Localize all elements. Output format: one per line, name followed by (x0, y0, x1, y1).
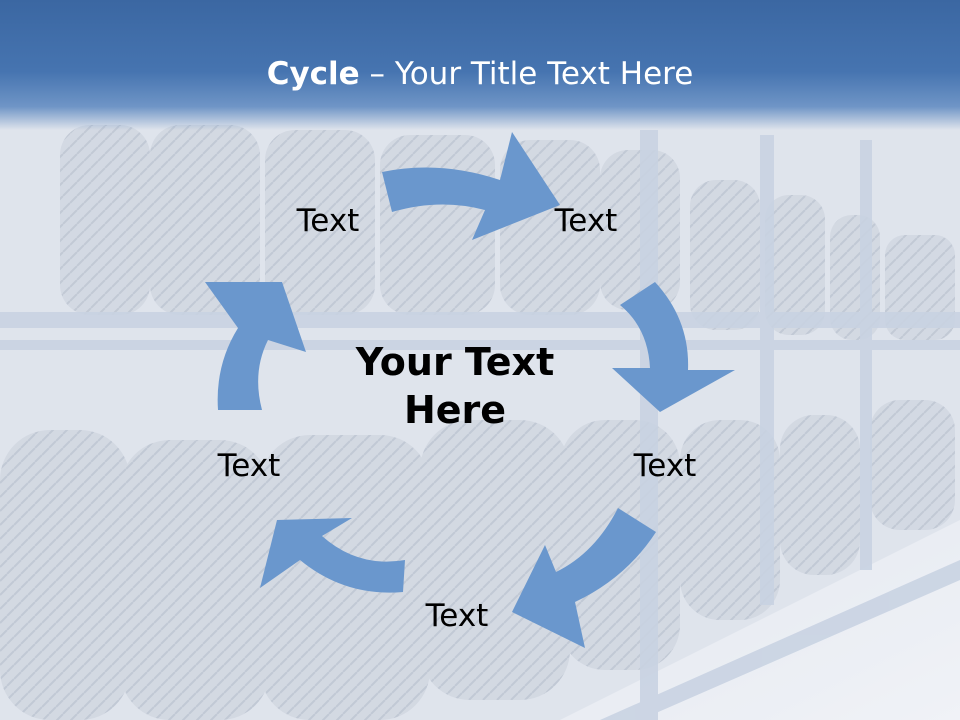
title-rest: – Your Title Text Here (359, 56, 694, 92)
cycle-label-right: Text (633, 448, 697, 484)
cycle-label-left: Text (217, 448, 281, 484)
title-bar (0, 0, 960, 130)
title-bold: Cycle (266, 56, 360, 92)
cycle-arrow-3 (512, 508, 656, 648)
cycle-label-bottom: Text (425, 598, 489, 634)
center-text: Your Text Here (355, 340, 555, 432)
cycle-label-top-left: Text (296, 203, 360, 239)
cycle-label-top-right: Text (554, 203, 618, 239)
slide-title: Cycle – Your Title Text Here (0, 56, 960, 92)
cycle-arrow-5 (205, 282, 306, 410)
cycle-arrow-2 (612, 282, 735, 412)
cycle-arrow-1 (382, 132, 560, 240)
cycle-arrow-4 (260, 518, 405, 593)
